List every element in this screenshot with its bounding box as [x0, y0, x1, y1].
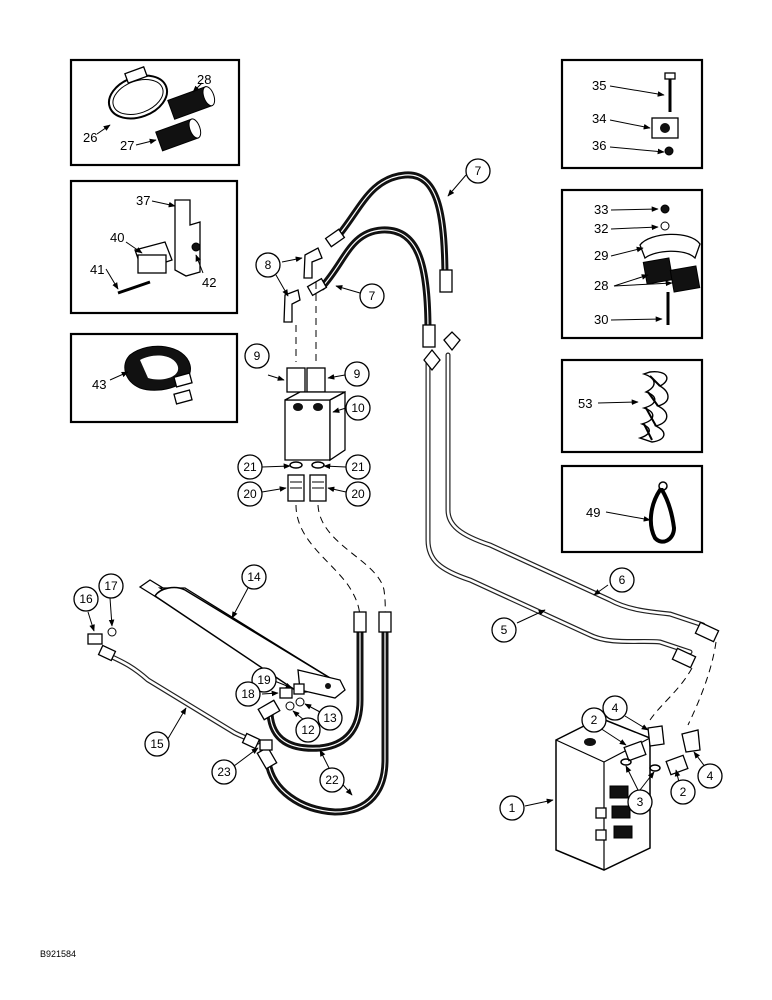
callout-37: 37	[136, 193, 150, 208]
callout-14: 14	[247, 570, 261, 584]
callout-3: 3	[637, 795, 644, 809]
control-valve-1	[524, 717, 651, 871]
callout-10: 10	[351, 401, 365, 415]
callout-33: 33	[594, 202, 608, 217]
callout-26: 26	[83, 130, 97, 145]
hoses-7	[306, 171, 453, 348]
callout-43: 43	[92, 377, 106, 392]
fittings-20-21	[261, 461, 386, 621]
callout-18: 18	[241, 687, 255, 701]
manifold-block-10	[267, 367, 347, 462]
callout-9: 9	[254, 349, 261, 363]
inset-spiral-wrap: 53	[560, 358, 704, 454]
callout-8: 8	[265, 258, 272, 272]
callout-16: 16	[79, 592, 93, 606]
callout-35: 35	[592, 78, 606, 93]
valve-fittings	[599, 715, 707, 791]
callout-32: 32	[594, 221, 608, 236]
callout-2-b: 2	[680, 785, 687, 799]
callout-30: 30	[594, 312, 608, 327]
callout-1: 1	[509, 801, 516, 815]
inset-hose-clamp-sleeves: 28 26 27	[69, 58, 241, 167]
callout-2: 2	[591, 713, 598, 727]
inset-bracket-clamp: 37 40 41 42	[69, 179, 239, 315]
callout-6: 6	[619, 573, 626, 587]
callout-20-b: 20	[351, 487, 365, 501]
steel-tubes-5-6	[423, 331, 720, 726]
callout-15: 15	[150, 737, 164, 751]
callout-19: 19	[257, 673, 271, 687]
callout-9-b: 9	[354, 367, 361, 381]
callout-circles: 7 7 8 9 9 10 21 21 20 20 14 16 17 19 18	[73, 158, 723, 821]
tube-15	[87, 597, 261, 750]
callout-41: 41	[90, 262, 104, 277]
callout-42: 42	[202, 275, 216, 290]
callout-5: 5	[501, 623, 508, 637]
inset-clamp-plate-sleeves: 33 32 29 28 30	[560, 188, 704, 340]
callout-20: 20	[243, 487, 257, 501]
callout-27: 27	[120, 138, 134, 153]
callout-17: 17	[104, 579, 118, 593]
inset-clamp-block-bolt: 35 34 36	[560, 58, 704, 170]
callout-21: 21	[243, 460, 257, 474]
callout-4: 4	[612, 701, 619, 715]
callout-13: 13	[323, 711, 337, 725]
callout-29: 29	[594, 248, 608, 263]
callout-36: 36	[592, 138, 606, 153]
callout-7: 7	[475, 164, 482, 178]
callout-40: 40	[110, 230, 124, 245]
callout-49: 49	[586, 505, 600, 520]
callout-21-b: 21	[351, 460, 365, 474]
callout-7-b: 7	[369, 289, 376, 303]
callout-12: 12	[301, 723, 315, 737]
elbow-fittings-8	[275, 247, 323, 362]
callout-28-b: 28	[594, 278, 608, 293]
hoses-22	[233, 611, 392, 816]
callout-4-b: 4	[707, 769, 714, 783]
inset-hose-guard: 43	[69, 332, 239, 424]
callout-34: 34	[592, 111, 606, 126]
inset-strap: 49	[560, 464, 704, 554]
callout-53: 53	[578, 396, 592, 411]
callout-28: 28	[197, 72, 211, 87]
callout-23: 23	[217, 765, 231, 779]
drawing-code: B921584	[40, 949, 76, 959]
callout-22: 22	[325, 773, 339, 787]
cylinder-14	[138, 579, 346, 699]
